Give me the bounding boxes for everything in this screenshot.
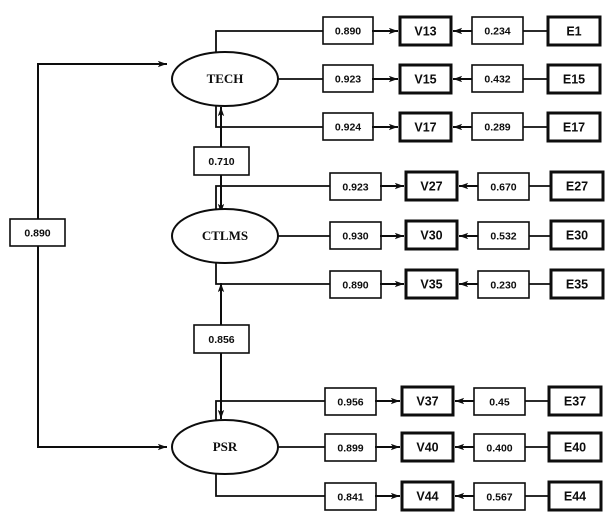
indicator-row-v35: 0.890 V35 0.230 E35 xyxy=(329,268,605,300)
indicator-row-v17: 0.924 V17 0.289 E17 xyxy=(322,111,602,143)
loading-v27: 0.923 xyxy=(342,181,368,193)
structural-path-tech-ctlms-label-box: 0.710 xyxy=(193,146,250,176)
error-e27: E27 xyxy=(566,179,588,193)
latent-psr-label: PSR xyxy=(213,439,238,454)
structural-path-ctlms-psr-label-box: 0.856 xyxy=(193,324,250,354)
error-value-e1: 0.234 xyxy=(484,25,510,37)
variable-v13: V13 xyxy=(414,24,436,38)
error-e35: E35 xyxy=(566,277,588,291)
error-value-e27: 0.670 xyxy=(490,181,516,193)
loading-v35: 0.890 xyxy=(342,279,368,291)
variable-v15: V15 xyxy=(414,72,436,86)
error-e37: E37 xyxy=(564,394,586,408)
latent-ctlms-label: CTLMS xyxy=(202,228,248,243)
structural-path-psr-tech xyxy=(37,60,167,451)
latent-tech-label: TECH xyxy=(207,71,244,86)
indicator-row-v15: 0.923 V15 0.432 E15 xyxy=(322,63,602,95)
error-value-e17: 0.289 xyxy=(484,121,510,133)
error-e15: E15 xyxy=(563,72,585,86)
error-e44: E44 xyxy=(564,489,586,503)
indicator-row-v37: 0.956 V37 0.45 E37 xyxy=(324,385,603,417)
indicator-row-v13: 0.890 V13 0.234 E1 xyxy=(322,15,602,47)
error-value-e35: 0.230 xyxy=(490,279,516,291)
variable-v35: V35 xyxy=(420,277,442,291)
variable-v17: V17 xyxy=(414,120,436,134)
structural-path-psr-tech-label-box: 0.890 xyxy=(9,218,66,247)
indicator-row-v27: 0.923 V27 0.670 E27 xyxy=(329,170,605,202)
variable-v40: V40 xyxy=(416,440,438,454)
latent-tech: TECH xyxy=(171,51,279,107)
loading-v15: 0.923 xyxy=(335,73,361,85)
error-value-e44: 0.567 xyxy=(486,491,512,503)
error-value-e40: 0.400 xyxy=(486,442,512,454)
error-e30: E30 xyxy=(566,228,588,242)
error-value-e15: 0.432 xyxy=(484,73,510,85)
structural-path-psr-tech-value: 0.890 xyxy=(24,227,50,239)
loading-v13: 0.890 xyxy=(335,25,361,37)
error-e40: E40 xyxy=(564,440,586,454)
variable-v30: V30 xyxy=(420,228,442,242)
variable-v44: V44 xyxy=(416,489,438,503)
latent-psr: PSR xyxy=(171,419,279,475)
structural-path-tech-ctlms-value: 0.710 xyxy=(208,156,234,168)
variable-v37: V37 xyxy=(416,394,438,408)
error-e17: E17 xyxy=(563,120,585,134)
loading-v37: 0.956 xyxy=(337,396,363,408)
error-e1: E1 xyxy=(566,24,581,38)
error-value-e37: 0.45 xyxy=(489,396,510,408)
loading-v17: 0.924 xyxy=(335,121,361,133)
indicator-row-v40: 0.899 V40 0.400 E40 xyxy=(324,431,603,463)
indicator-row-v44: 0.841 V44 0.567 E44 xyxy=(324,480,603,512)
loading-v44: 0.841 xyxy=(337,491,363,503)
structural-path-ctlms-psr-value: 0.856 xyxy=(208,334,234,346)
error-value-e30: 0.532 xyxy=(490,230,516,242)
latent-ctlms: CTLMS xyxy=(171,208,279,264)
indicator-row-v30: 0.930 V30 0.532 E30 xyxy=(329,219,605,251)
variable-v27: V27 xyxy=(420,179,442,193)
loading-v30: 0.930 xyxy=(342,230,368,242)
loading-v40: 0.899 xyxy=(337,442,363,454)
